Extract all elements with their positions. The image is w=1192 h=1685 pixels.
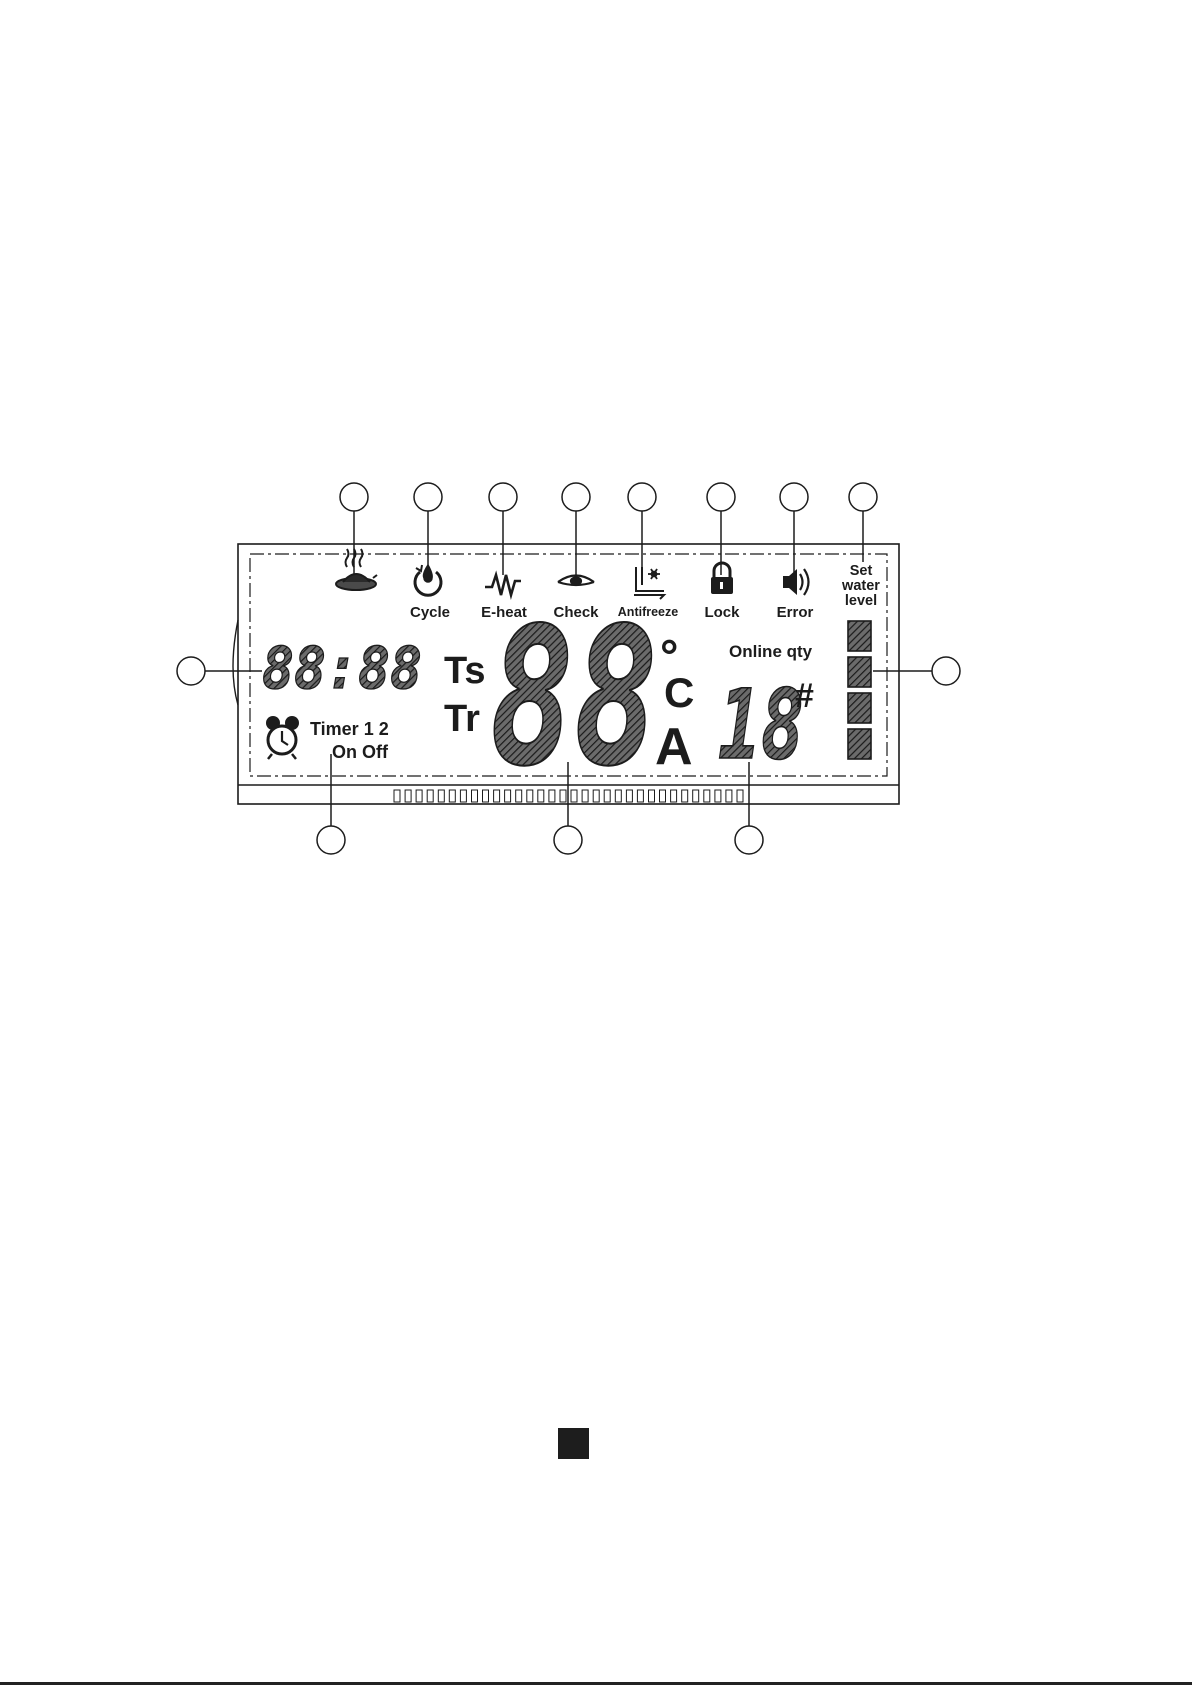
main-temperature-display: 88 (490, 587, 658, 808)
hot-water-heating-icon (336, 549, 377, 590)
unit-number-display: 18 (718, 669, 804, 781)
water-level-bar (848, 693, 871, 723)
callout-bottom-2 (554, 826, 582, 854)
connector-pin (671, 790, 677, 802)
callout-1 (340, 483, 368, 511)
hash-symbol: # (795, 677, 814, 715)
error-label: Error (777, 604, 814, 621)
level-label: level (845, 593, 877, 609)
callout-right (932, 657, 960, 685)
unit-celsius: C (664, 669, 694, 716)
connector-pin (427, 790, 433, 802)
callout-left (177, 657, 205, 685)
timer-label: Timer 1 2 (310, 719, 389, 739)
callout-5 (628, 483, 656, 511)
clock-display: 88:88 (262, 634, 422, 702)
connector-pin (660, 790, 666, 802)
eye-icon (558, 576, 594, 586)
callout-8 (849, 483, 877, 511)
lock-icon (711, 563, 733, 594)
connector-pin (483, 790, 489, 802)
callout-6 (707, 483, 735, 511)
callout-3 (489, 483, 517, 511)
water-level-bar (848, 621, 871, 651)
connector-pin (460, 790, 466, 802)
connector-pin (438, 790, 444, 802)
cycle-icon (415, 565, 441, 595)
water-level-bar (848, 729, 871, 759)
connector-pin (715, 790, 721, 802)
tr-indicator: Tr (444, 698, 480, 740)
ts-indicator: Ts (444, 650, 486, 692)
online-qty-label: Online qty (729, 642, 813, 661)
callout-7 (780, 483, 808, 511)
connector-pin (449, 790, 455, 802)
set-label: Set (850, 563, 873, 579)
water-level-bars (848, 621, 871, 759)
cycle-label: Cycle (410, 604, 450, 621)
timer-on-off-label: On Off (332, 742, 389, 762)
connector-pin (682, 790, 688, 802)
callout-bottom-1 (317, 826, 345, 854)
callout-4 (562, 483, 590, 511)
callout-2 (414, 483, 442, 511)
unit-ampere: A (655, 718, 693, 776)
connector-pin (394, 790, 400, 802)
connector-pin (472, 790, 478, 802)
connector-pin (737, 790, 743, 802)
connector-pin (416, 790, 422, 802)
water-label: water (841, 578, 880, 594)
connector-pin (726, 790, 732, 802)
water-level-bar (848, 657, 871, 687)
speaker-icon (783, 569, 809, 595)
connector-pin (693, 790, 699, 802)
callout-bottom-3 (735, 826, 763, 854)
connector-pin (405, 790, 411, 802)
connector-pin (704, 790, 710, 802)
alarm-clock-icon (266, 716, 299, 759)
lock-label: Lock (704, 604, 740, 621)
page-marker (558, 1428, 589, 1459)
